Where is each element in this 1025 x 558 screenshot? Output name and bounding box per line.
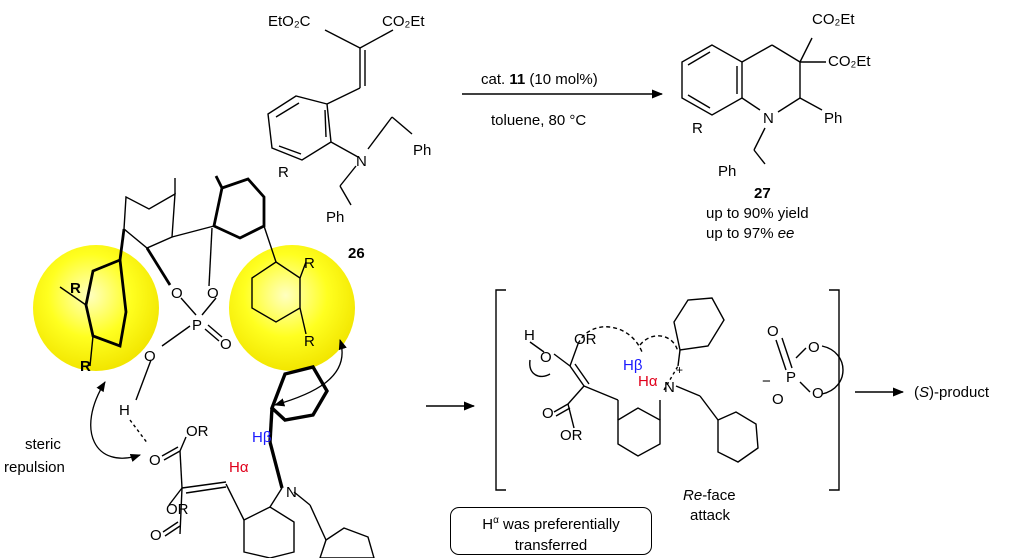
transition-state: [529, 297, 844, 463]
halpha-note-box: Hα was preferentially transferred: [450, 507, 652, 555]
note-line-2: transferred: [514, 537, 588, 554]
ph-left-26: Ph: [326, 209, 344, 226]
ts-bracket-left: [495, 289, 506, 491]
r-group-26: R: [278, 164, 289, 181]
product-ester-right: CO₂Et: [828, 53, 871, 70]
o-label-4: O: [144, 348, 156, 365]
ph-benzyl-27: Ph: [718, 163, 736, 180]
ester-right: CO₂Et: [382, 13, 425, 30]
repulsion-label: repulsion: [4, 459, 65, 476]
substrate-complex: [161, 365, 375, 558]
o-carbonyl-1: O: [149, 452, 161, 469]
n-atom-model: N: [286, 484, 297, 501]
ts-h-alpha: Hα: [638, 373, 658, 390]
right-steric-sphere: [229, 245, 355, 371]
chiral-phosphoric-acid: [59, 175, 307, 401]
s-product-label: (S)-product: [914, 384, 990, 401]
ee-text: up to 97% ee: [706, 225, 794, 242]
yield-text: up to 90% yield: [706, 205, 809, 222]
re-face-label: Re-face: [683, 487, 736, 504]
r-label-2: R: [80, 358, 91, 375]
ts-h-label: H: [524, 327, 535, 344]
or-label-1: OR: [186, 423, 209, 440]
ph-right-26: Ph: [413, 142, 431, 159]
n-atom-27: N: [763, 110, 774, 127]
compound-number-26: 26: [348, 245, 365, 262]
steric-arrow-left: [90, 381, 141, 462]
conditions-bottom: toluene, 80 °C: [491, 112, 586, 129]
r-label-3: R: [304, 255, 315, 272]
ts-or-2: OR: [560, 427, 583, 444]
ts-n-atom: N: [664, 379, 675, 396]
r-label-1: R: [70, 280, 81, 297]
steric-arrow-right: [274, 339, 347, 407]
h-atom: H: [119, 402, 130, 419]
o-label-2: O: [207, 285, 219, 302]
o-label-1: O: [171, 285, 183, 302]
compound-number-27: 27: [754, 185, 771, 202]
ts-bracket-right: [829, 289, 840, 491]
h-alpha-model: Hα: [229, 459, 249, 476]
conditions-top: cat. 11 (10 mol%): [481, 71, 598, 88]
h-bond-dashes: [129, 419, 149, 445]
ts-plus: +: [676, 363, 683, 377]
product-27: [681, 37, 826, 165]
ts-h-beta: Hβ: [623, 357, 643, 374]
phosphate-o-2: O: [808, 339, 820, 356]
product-ester-top: CO₂Et: [812, 11, 855, 28]
r-label-4: R: [304, 333, 315, 350]
ts-o-label: O: [540, 349, 552, 366]
phosphate-minus: −: [762, 373, 771, 390]
phosphate-o-4: O: [812, 385, 824, 402]
attack-label: attack: [690, 507, 731, 524]
steric-label: steric: [25, 436, 61, 453]
left-steric-sphere: [33, 245, 159, 371]
reactant-26: [267, 29, 413, 206]
r-group-27: R: [692, 120, 703, 137]
phosphate-o-3: O: [772, 391, 784, 408]
o-carbonyl-2: O: [150, 527, 162, 544]
o-label-3: O: [220, 336, 232, 353]
ts-o-carbonyl: O: [542, 405, 554, 422]
ester-left: EtO₂C: [268, 13, 311, 30]
ph-ring-27: Ph: [824, 110, 842, 127]
or-label-2: OR: [166, 501, 189, 518]
h-beta-model: Hβ: [252, 429, 272, 446]
phosphate-o-1: O: [767, 323, 779, 340]
n-atom-26: N: [356, 153, 367, 170]
p-atom: P: [192, 317, 202, 334]
ts-or-1: OR: [574, 331, 597, 348]
phosphate-p: P: [786, 369, 796, 386]
note-line-1: Hα was preferentially: [482, 515, 620, 533]
